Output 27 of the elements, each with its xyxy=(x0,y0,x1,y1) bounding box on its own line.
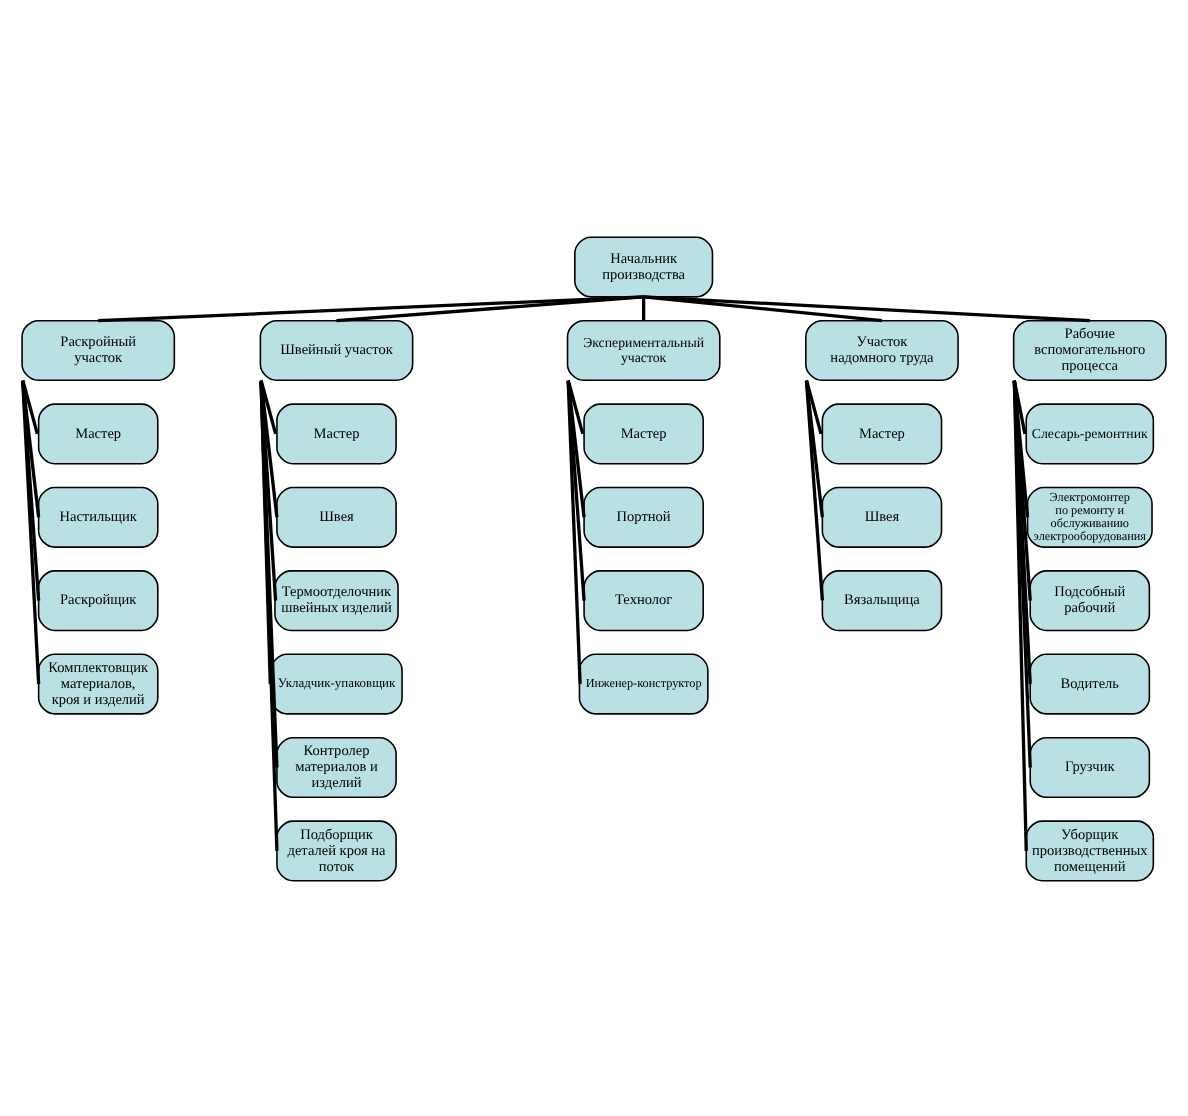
connector xyxy=(259,379,278,600)
connector xyxy=(1012,379,1028,850)
connector xyxy=(642,295,646,320)
connector xyxy=(566,379,586,517)
connector xyxy=(566,379,582,684)
connector xyxy=(98,294,644,322)
connector xyxy=(21,378,39,434)
connector xyxy=(1012,379,1032,767)
connector xyxy=(1012,379,1030,517)
connector xyxy=(566,379,586,600)
connector xyxy=(259,379,279,767)
connector xyxy=(566,378,585,434)
connector xyxy=(1012,379,1032,684)
connector xyxy=(804,379,824,517)
connector xyxy=(1012,379,1032,600)
connector xyxy=(259,379,279,517)
connector xyxy=(21,379,41,517)
connector xyxy=(643,294,1090,322)
connector xyxy=(804,378,823,434)
connector xyxy=(21,379,41,600)
connector xyxy=(336,294,644,322)
connector xyxy=(259,379,279,850)
connector xyxy=(21,379,41,684)
connector xyxy=(259,378,278,434)
connector xyxy=(643,294,883,322)
connector xyxy=(804,379,825,600)
connector xyxy=(1012,378,1027,434)
